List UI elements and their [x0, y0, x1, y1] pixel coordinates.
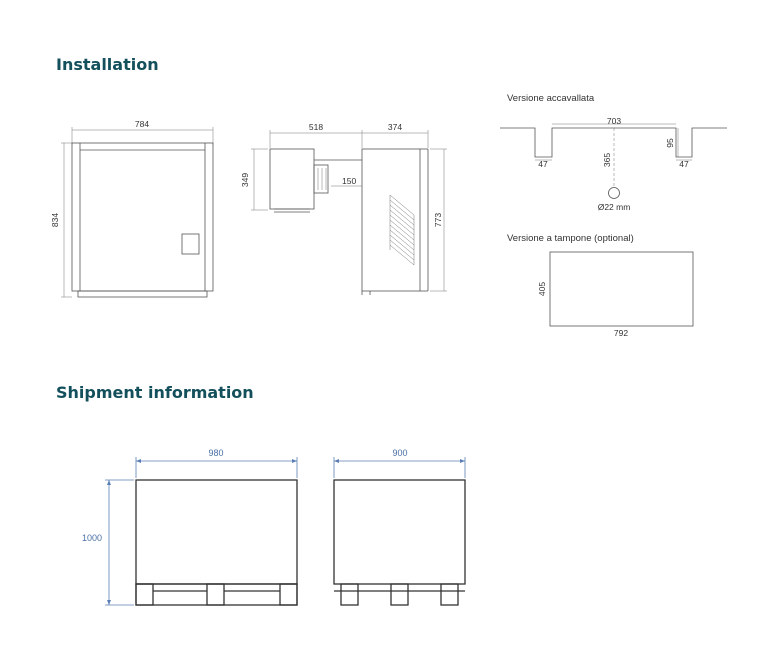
shipment-height-label: 1000 — [82, 533, 102, 543]
side-height-left-label: 349 — [240, 173, 250, 187]
front-panel-window — [181, 233, 200, 255]
accavallata-diameter-label: Ø22 mm — [598, 202, 631, 212]
shipment-front-pallet — [135, 583, 298, 606]
front-height-label: 834 — [50, 213, 60, 227]
versione-tampone-drawing: Versione a tampone (optional) 405 792 — [507, 233, 694, 338]
accavallata-center-height-label: 365 — [602, 153, 612, 167]
accavallata-caption: Versione accavallata — [507, 93, 595, 104]
shipment-front-box — [135, 479, 298, 585]
shipment-side-box — [333, 479, 466, 585]
accavallata-left-notch-label: 47 — [538, 159, 548, 169]
side-view-drawing: 518 374 349 150 — [240, 122, 447, 295]
shipment-front-drawing: 980 1000 — [82, 448, 298, 606]
tampone-width-label: 792 — [614, 328, 628, 338]
accavallata-width-label: 703 — [607, 116, 621, 126]
condensing-unit — [361, 148, 421, 292]
accavallata-right-height-label: 95 — [665, 138, 675, 148]
side-depth-label: 150 — [342, 176, 356, 186]
versione-accavallata-drawing: Versione accavallata 703 47 47 95 365 Ø2… — [500, 93, 727, 212]
side-height-right-label: 773 — [433, 213, 443, 227]
shipment-side-width-label: 900 — [392, 448, 407, 458]
drain-hole — [608, 187, 620, 199]
front-view-drawing: 784 834 — [50, 119, 214, 298]
shipment-front-width-label: 980 — [208, 448, 223, 458]
side-width-left-label: 518 — [309, 122, 323, 132]
evaporator-unit — [269, 148, 315, 210]
front-width-label: 784 — [135, 119, 149, 129]
shipment-side-drawing: 900 — [333, 448, 466, 606]
shipment-heading: Shipment information — [56, 383, 254, 402]
front-housing — [71, 142, 214, 292]
tampone-outline — [549, 251, 694, 327]
installation-heading: Installation — [56, 55, 159, 74]
tampone-height-label: 405 — [537, 282, 547, 296]
tampone-caption: Versione a tampone (optional) — [507, 233, 634, 244]
condenser-grille — [389, 194, 415, 266]
side-width-right-label: 374 — [388, 122, 402, 132]
accavallata-right-notch-label: 47 — [679, 159, 689, 169]
